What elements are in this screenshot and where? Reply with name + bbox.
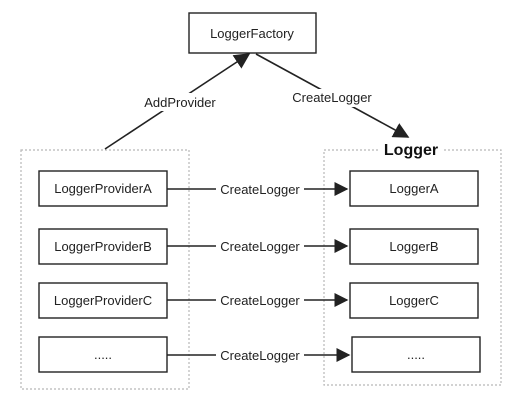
logger-label: LoggerC bbox=[389, 293, 439, 308]
create-logger-label: CreateLogger bbox=[220, 239, 300, 254]
create-logger-label: CreateLogger bbox=[220, 348, 300, 363]
create-logger-label: CreateLogger bbox=[220, 182, 300, 197]
add-provider-label: AddProvider bbox=[144, 95, 216, 110]
create-logger-label: CreateLogger bbox=[220, 293, 300, 308]
provider-box bbox=[38, 170, 168, 207]
provider-label: LoggerProviderA bbox=[54, 181, 152, 196]
provider-box bbox=[38, 336, 168, 373]
logger-box bbox=[349, 228, 479, 265]
logger-label: ..... bbox=[407, 347, 425, 362]
logger-box bbox=[349, 170, 479, 207]
logger-group-title: Logger bbox=[384, 142, 438, 159]
row-1: LoggerProviderB CreateLogger LoggerB bbox=[38, 228, 479, 265]
factory-create-logger-label: CreateLogger bbox=[292, 90, 372, 105]
provider-label: LoggerProviderC bbox=[54, 293, 152, 308]
row-3: ..... CreateLogger ..... bbox=[38, 336, 481, 373]
provider-label: LoggerProviderB bbox=[54, 239, 152, 254]
provider-box bbox=[38, 228, 168, 265]
row-0: LoggerProviderA CreateLogger LoggerA bbox=[38, 170, 479, 207]
provider-group bbox=[20, 149, 190, 390]
logger-factory-label: LoggerFactory bbox=[210, 26, 294, 41]
logger-label: LoggerB bbox=[389, 239, 438, 254]
provider-label: ..... bbox=[94, 347, 112, 362]
logger-box bbox=[351, 336, 481, 373]
provider-box bbox=[38, 282, 168, 319]
logger-factory-box bbox=[188, 12, 317, 54]
row-2: LoggerProviderC CreateLogger LoggerC bbox=[38, 282, 479, 319]
logger-box bbox=[349, 282, 479, 319]
logger-label: LoggerA bbox=[389, 181, 438, 196]
